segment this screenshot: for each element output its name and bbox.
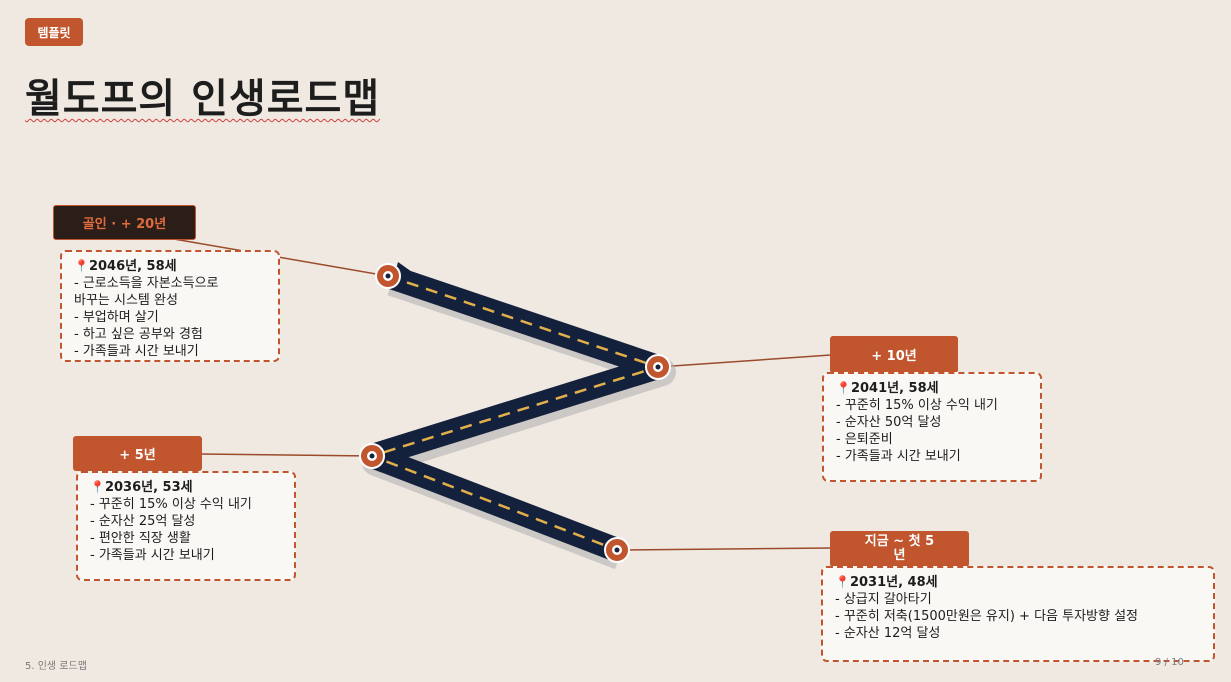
list-item: - 가족들과 시간 보내기 xyxy=(74,344,199,359)
list-item: - 편안한 직장 생활 xyxy=(90,531,191,546)
list-item: - 꾸준히 저축(1500만원은 유지) + 다음 투자방향 설정 xyxy=(835,609,1139,624)
list-item: - 순자산 12억 달성 xyxy=(835,626,941,641)
milestone-label-text: + 5년 xyxy=(119,448,156,463)
template-badge: 템플릿 xyxy=(25,18,83,46)
pin-icon: 📍 xyxy=(835,575,850,589)
milestone-label-5y: + 5년 xyxy=(73,436,202,471)
milestone-heading: 📍2036년, 53세 xyxy=(90,480,193,495)
page-title: 월도프의 인생로드맵 xyxy=(25,76,381,122)
list-item: - 부업하며 살기 xyxy=(74,310,159,325)
milestone-heading: 📍2041년, 58세 xyxy=(836,381,939,396)
milestone-list: - 근로소득을 자본소득으로 바꾸는 시스템 완성 - 부업하며 살기 - 하고… xyxy=(74,275,266,360)
milestone-label-text: 지금 ~ 첫 5 년 xyxy=(864,534,935,563)
milestone-card-5y: 📍2036년, 53세 - 꾸준히 15% 이상 수익 내기 - 순자산 25억… xyxy=(76,471,296,581)
road-dashes xyxy=(370,274,660,552)
milestone-label-10y: + 10년 xyxy=(830,336,958,373)
milestone-label-text: 골인 · + 20년 xyxy=(82,217,167,232)
milestone-label-goal: 골인 · + 20년 xyxy=(53,205,196,240)
list-item: - 가족들과 시간 보내기 xyxy=(836,449,961,464)
milestone-label-text: + 10년 xyxy=(871,349,917,364)
waypoint-10y xyxy=(645,354,671,380)
pin-icon: 📍 xyxy=(74,259,89,273)
waypoint-now xyxy=(604,537,630,563)
footer-section-label: 5. 인생 로드맵 xyxy=(25,661,87,672)
list-item: - 상급지 갈아타기 xyxy=(835,592,932,607)
pin-icon: 📍 xyxy=(836,381,851,395)
milestone-card-now: 📍2031년, 48세 - 상급지 갈아타기 - 꾸준히 저축(1500만원은 … xyxy=(821,566,1215,662)
road-path xyxy=(360,264,670,562)
milestone-heading: 📍2046년, 58세 xyxy=(74,259,177,274)
milestone-label-now: 지금 ~ 첫 5 년 xyxy=(830,531,969,567)
pin-icon: 📍 xyxy=(90,480,105,494)
list-item: - 근로소득을 자본소득으로 바꾸는 시스템 완성 xyxy=(74,276,219,308)
page-number: 9 / 10 xyxy=(1155,657,1184,668)
connector-now xyxy=(616,547,833,551)
milestone-card-goal: 📍2046년, 58세 - 근로소득을 자본소득으로 바꾸는 시스템 완성 - … xyxy=(60,250,280,362)
connector-5y xyxy=(199,453,373,457)
list-item: - 순자산 25억 달성 xyxy=(90,514,196,529)
milestone-list: - 꾸준히 15% 이상 수익 내기 - 순자산 25억 달성 - 편안한 직장… xyxy=(90,496,282,564)
milestone-heading: 📍2031년, 48세 xyxy=(835,575,938,590)
list-item: - 순자산 50억 달성 xyxy=(836,415,942,430)
list-item: - 꾸준히 15% 이상 수익 내기 xyxy=(836,398,998,413)
list-item: - 꾸준히 15% 이상 수익 내기 xyxy=(90,497,252,512)
list-item: - 하고 싶은 공부와 경험 xyxy=(74,327,203,342)
milestone-list: - 꾸준히 15% 이상 수익 내기 - 순자산 50억 달성 - 은퇴준비 -… xyxy=(836,397,1028,465)
connector-10y xyxy=(657,353,846,368)
list-item: - 가족들과 시간 보내기 xyxy=(90,548,215,563)
waypoint-5y xyxy=(359,443,385,469)
milestone-card-10y: 📍2041년, 58세 - 꾸준히 15% 이상 수익 내기 - 순자산 50억… xyxy=(822,372,1042,482)
milestone-list: - 상급지 갈아타기 - 꾸준히 저축(1500만원은 유지) + 다음 투자방… xyxy=(835,591,1201,642)
list-item: - 은퇴준비 xyxy=(836,432,893,447)
waypoint-goal xyxy=(375,263,401,289)
